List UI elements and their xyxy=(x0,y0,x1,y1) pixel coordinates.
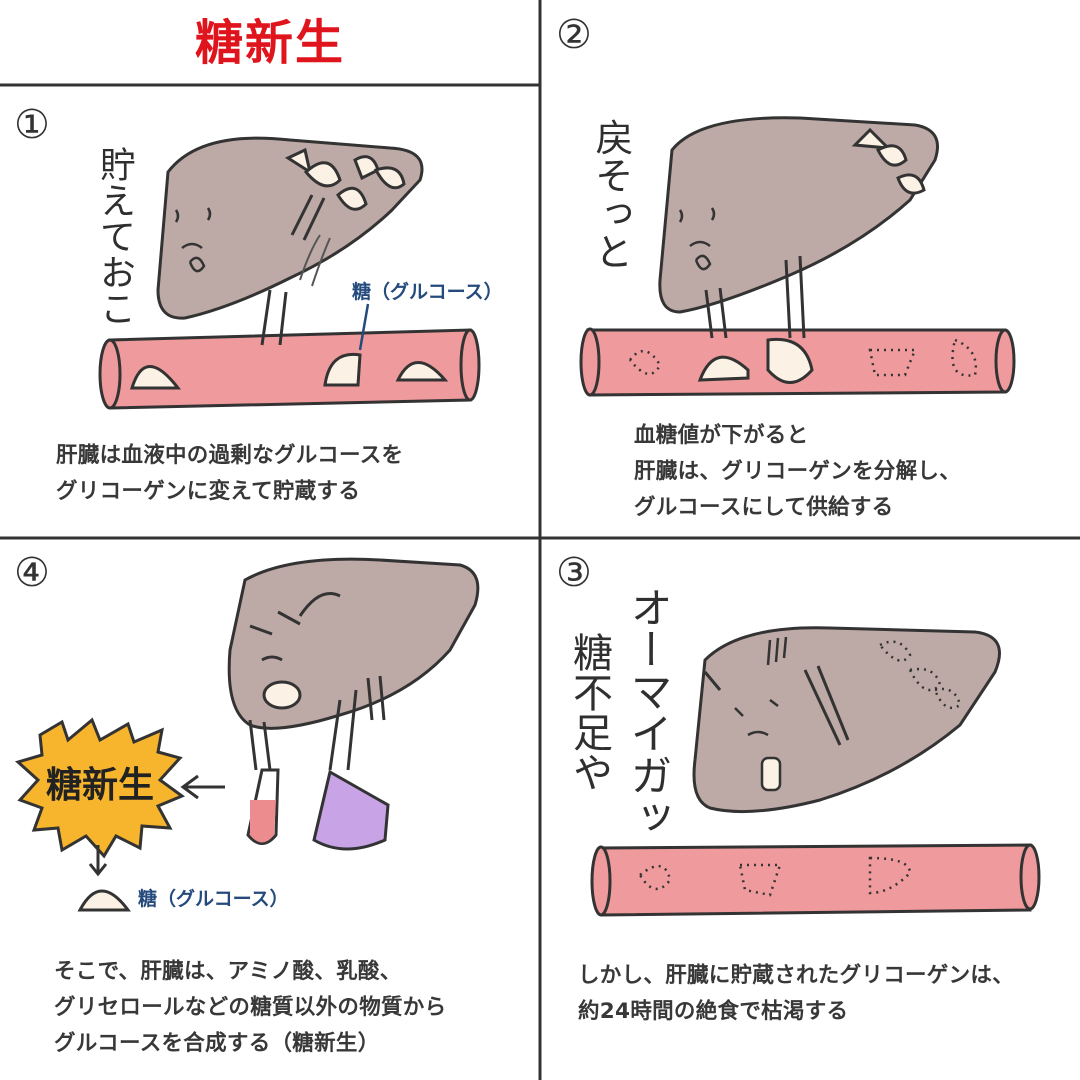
panel-number-2: ② xyxy=(556,12,592,58)
caption-3: しかし、肝臓に貯蔵されたグリコーゲンは、 約24時間の絶食で枯渇する xyxy=(578,963,1015,1024)
panel-3-art xyxy=(590,626,1041,917)
caption-2: 血糖値が下がると 肝臓は、グリコーゲンを分解し、 グルコースにして供給する xyxy=(634,423,962,520)
glucose-label-4: 糖（グルコース） xyxy=(138,888,289,910)
glycogen-chain-1 xyxy=(284,147,406,211)
glucose-piece-4 xyxy=(77,889,131,912)
liver-arms-3 xyxy=(703,665,850,746)
arrow-down xyxy=(88,845,108,877)
blood-vessel-1 xyxy=(98,328,481,410)
glucose-pieces-1 xyxy=(129,352,449,390)
glycogen-chain-2 xyxy=(851,127,926,195)
speech-text-1: 貯えておこ xyxy=(94,146,135,326)
liver-1 xyxy=(156,136,424,320)
liver-face-2 xyxy=(678,207,716,271)
panel-1-art xyxy=(98,136,481,410)
panel-number-4: ④ xyxy=(14,550,50,596)
caption-1: 肝臓は血液中の過剰なグルコースを グリコーゲンに変えて貯蔵する xyxy=(56,443,404,504)
liver-3 xyxy=(692,626,1001,814)
glucose-label-1: 糖（グルコース） xyxy=(352,281,503,303)
liver-arms-2 xyxy=(704,255,806,339)
panel-2-art xyxy=(579,116,1016,397)
speech-text-3b: 糖不足や xyxy=(566,632,612,792)
label-pointer-1 xyxy=(358,303,370,351)
glucose-outlines-3 xyxy=(638,856,912,897)
liver-arms-1 xyxy=(260,194,326,346)
arrow-left xyxy=(180,774,225,800)
glucose-outlines-2 xyxy=(629,338,978,377)
panel-number-1: ① xyxy=(14,102,50,148)
panel-4-art xyxy=(14,557,480,912)
liver-face-1 xyxy=(174,207,212,273)
glycogen-outline-3 xyxy=(879,640,962,710)
liver-face-3 xyxy=(734,699,782,792)
panel-number-3: ③ xyxy=(556,550,592,596)
caption-4: そこで、肝臓は、アミノ酸、乳酸、 グリセロールなどの糖質以外の物質から グルコー… xyxy=(54,959,447,1056)
flask-purple xyxy=(312,769,390,851)
flask-red xyxy=(246,768,280,845)
blood-vessel-3 xyxy=(590,843,1041,917)
burst-label: 糖新生 xyxy=(45,765,154,806)
liver-2 xyxy=(658,116,939,314)
liver-arms-4 xyxy=(248,675,386,771)
motion-lines-1 xyxy=(299,234,331,287)
page-title: 糖新生 xyxy=(194,15,345,71)
burst-shape xyxy=(14,717,186,859)
liver-face-4 xyxy=(249,592,341,710)
glucose-pieces-2 xyxy=(697,337,814,384)
shock-lines-3 xyxy=(766,636,788,666)
speech-text-3a: オーマイガッ xyxy=(624,586,673,838)
speech-text-2: 戻そっと xyxy=(589,118,633,270)
